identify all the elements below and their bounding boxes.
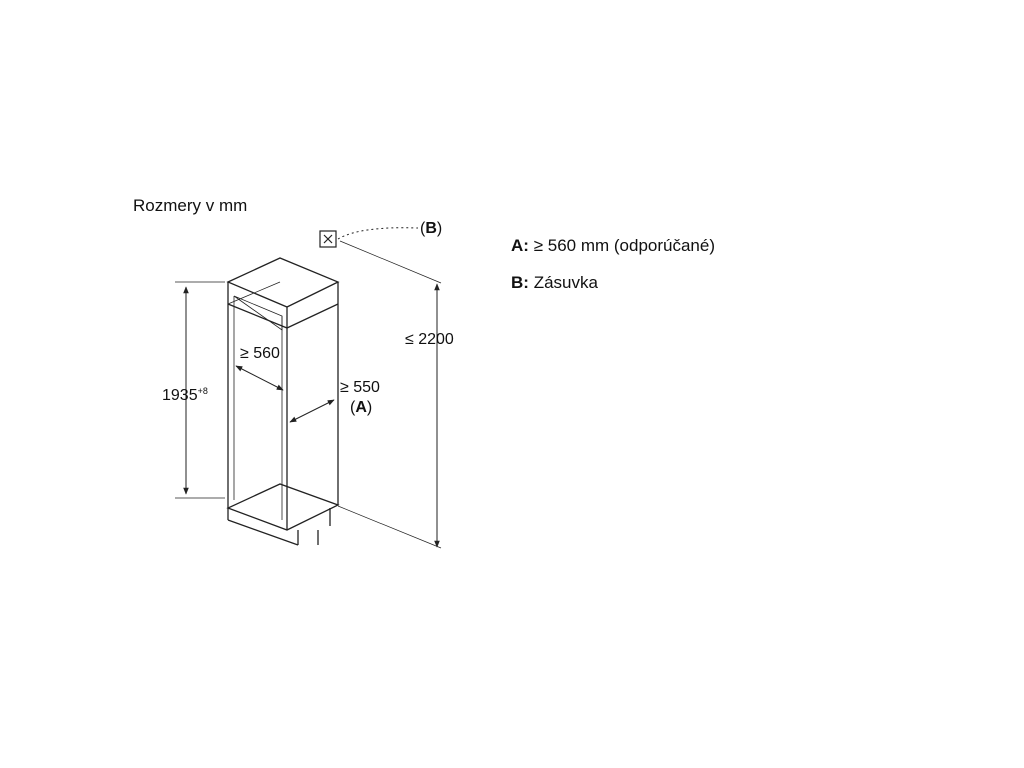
socket-icon: [319, 230, 337, 248]
height-label: 1935+8: [162, 386, 208, 404]
cabinet-bottom: [226, 483, 340, 531]
legend-key-b: B:: [511, 273, 529, 292]
legend-item-b: B: Zásuvka: [511, 273, 598, 293]
legend-text-b: Zásuvka: [533, 273, 598, 292]
cabinet-outline: [226, 257, 340, 546]
plinth-front: [227, 519, 299, 546]
depth-label: ≥ 550: [340, 379, 380, 396]
width-dimension-line: [235, 365, 284, 391]
total-height-label: ≤ 2200: [405, 331, 454, 348]
total-extension-top: [339, 240, 442, 284]
diagram-caption: Rozmery v mm: [133, 196, 248, 215]
cabinet-shelf-back: [227, 281, 281, 305]
legend-item-a: A: ≥ 560 mm (odporúčané): [511, 236, 715, 256]
socket-label: (B): [420, 220, 442, 237]
depth-ref-label: (A): [350, 399, 372, 416]
socket-leader-line: [337, 227, 419, 240]
legend-key-a: A:: [511, 236, 529, 255]
cabinet-top: [226, 257, 340, 308]
cabinet-shelf-front: [227, 303, 288, 329]
cabinet-shelf-right: [286, 303, 339, 329]
depth-dimension-line: [289, 399, 335, 423]
total-extension-bottom: [337, 505, 442, 549]
cabinet-inner-top: [233, 295, 283, 331]
legend-text-a: ≥ 560 mm (odporúčané): [533, 236, 715, 255]
width-label: ≥ 560: [240, 345, 280, 362]
